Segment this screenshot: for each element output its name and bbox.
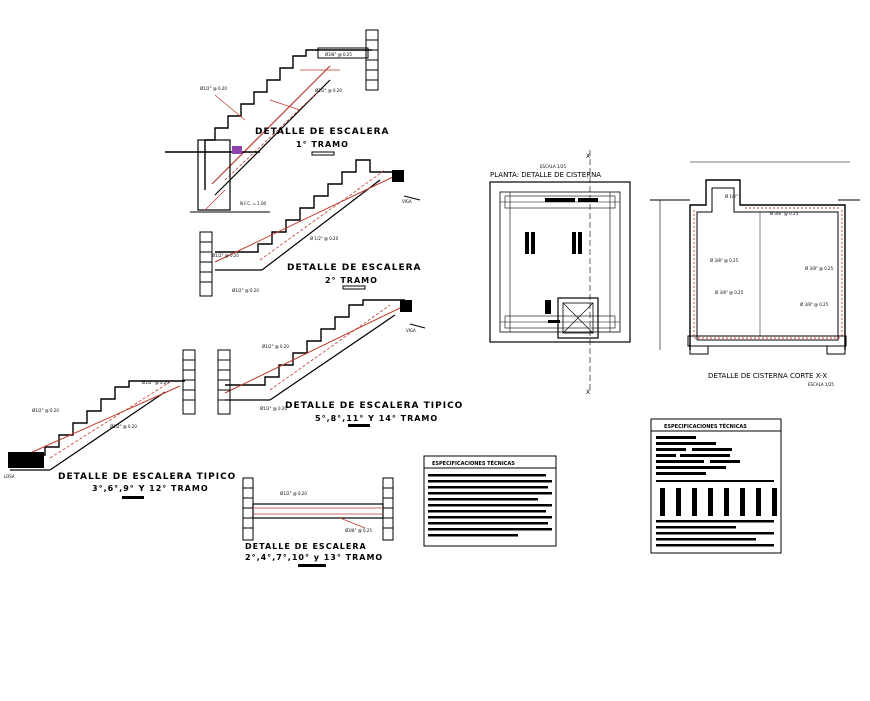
cisterna-plan-scale: ESCALA 1/25 [540,164,566,169]
stair1-title: DETALLE DE ESCALERA [255,127,390,137]
stair-landing-title: DETALLE DE ESCALERA [245,542,367,551]
svg-text:Ø 1/2" @ 0.20: Ø 1/2" @ 0.20 [310,236,339,241]
svg-text:Ø1/2" @ 0.20: Ø1/2" @ 0.20 [280,491,307,496]
specs-right-title: ESPECIFICACIONES TÉCNICAS [664,422,747,430]
svg-text:VIGA: VIGA [402,199,412,204]
stair-typical-b-title: DETALLE DE ESCALERA TIPICO [58,472,236,482]
svg-text:Ø1/2" @ 0.20: Ø1/2" @ 0.20 [200,86,227,91]
cisterna-plan-title: PLANTA: DETALLE DE CISTERNA [490,171,601,179]
svg-text:LOSA: LOSA [4,474,15,479]
stair-detail-typical-b: LOSA Ø1/2" @ 0.20 Ø1/2" @ 0.20 Ø1/2" @ 0… [4,349,236,499]
cisterna-section-title: DETALLE DE CISTERNA CORTE X-X [708,372,827,380]
svg-text:Ø1/2" @ 0.20: Ø1/2" @ 0.20 [32,408,59,413]
specs-box-right: ESPECIFICACIONES TÉCNICAS [650,418,782,554]
svg-text:VIGA: VIGA [406,328,416,333]
svg-text:Ø3/8" @ 0.25: Ø3/8" @ 0.25 [345,528,372,533]
svg-text:Ø1/2" @ 0.20: Ø1/2" @ 0.20 [110,424,137,429]
svg-text:Ø 3/8" @ 0.25: Ø 3/8" @ 0.25 [710,258,739,263]
svg-text:Ø1/2" @ 0.20: Ø1/2" @ 0.20 [260,406,287,411]
svg-text:X: X [586,389,590,396]
stair-landing-subtitle: 2°,4°,7°,10° y 13° TRAMO [245,553,383,562]
svg-text:Ø3/8" @ 0.25: Ø3/8" @ 0.25 [325,52,352,57]
svg-text:Ø1/2" @ 0.20: Ø1/2" @ 0.20 [212,253,239,258]
svg-text:Ø1/2" @ 0.20: Ø1/2" @ 0.20 [262,344,289,349]
specs-left-title: ESPECIFICACIONES TÉCNICAS [432,459,515,467]
stair-typical-b-subtitle: 3°,6°,9° Y 12° TRAMO [92,484,209,493]
svg-text:Ø 3/8" @ 0.25: Ø 3/8" @ 0.25 [800,302,829,307]
specs-box-left: ESPECIFICACIONES TÉCNICAS [423,455,557,547]
stair1-subtitle: 1° TRAMO [296,140,349,149]
stair1-level-note: N.F.C. = 1.00 [240,201,267,206]
stair-detail-2: VIGA Ø1/2" @ 0.20 Ø 1/2" @ 0.20 Ø1/2" @ … [199,159,422,297]
svg-text:Ø1/2" @ 0.20: Ø1/2" @ 0.20 [232,288,259,293]
stair-typical-a-subtitle: 5°,8°,11° Y 14° TRAMO [315,414,438,423]
svg-text:Ø 1/2": Ø 1/2" [725,194,738,199]
cisterna-plan: ESCALA 1/25 PLANTA: DETALLE DE CISTERNA … [489,150,631,396]
stair-detail-landing: Ø1/2" @ 0.20 Ø3/8" @ 0.25 DETALLE DE ESC… [242,477,394,567]
svg-text:X: X [586,153,590,160]
svg-text:Ø 3/8" @ 0.25: Ø 3/8" @ 0.25 [715,290,744,295]
stair-typical-a-title: DETALLE DE ESCALERA TIPICO [285,401,463,411]
svg-text:Ø 3/8" @ 0.25: Ø 3/8" @ 0.25 [770,211,799,216]
cisterna-section: Ø 1/2" Ø 3/8" @ 0.25 Ø 3/8" @ 0.25 Ø 3/8… [650,161,860,387]
stair2-subtitle: 2° TRAMO [325,276,378,285]
svg-text:Ø1/2" @ 0.20: Ø1/2" @ 0.20 [315,88,342,93]
stair-detail-typical-a: VIGA Ø1/2" @ 0.20 Ø1/2" @ 0.20 DETALLE D… [217,299,463,427]
stair-detail-1: Ø1/2" @ 0.20 Ø1/2" @ 0.20 Ø3/8" @ 0.25 N… [165,29,390,213]
stair2-title: DETALLE DE ESCALERA [287,263,422,273]
svg-text:Ø1/2" @ 0.20: Ø1/2" @ 0.20 [142,380,169,385]
cisterna-section-scale: ESCALA 1/25 [808,382,834,387]
svg-text:Ø 3/8" @ 0.25: Ø 3/8" @ 0.25 [805,266,834,271]
